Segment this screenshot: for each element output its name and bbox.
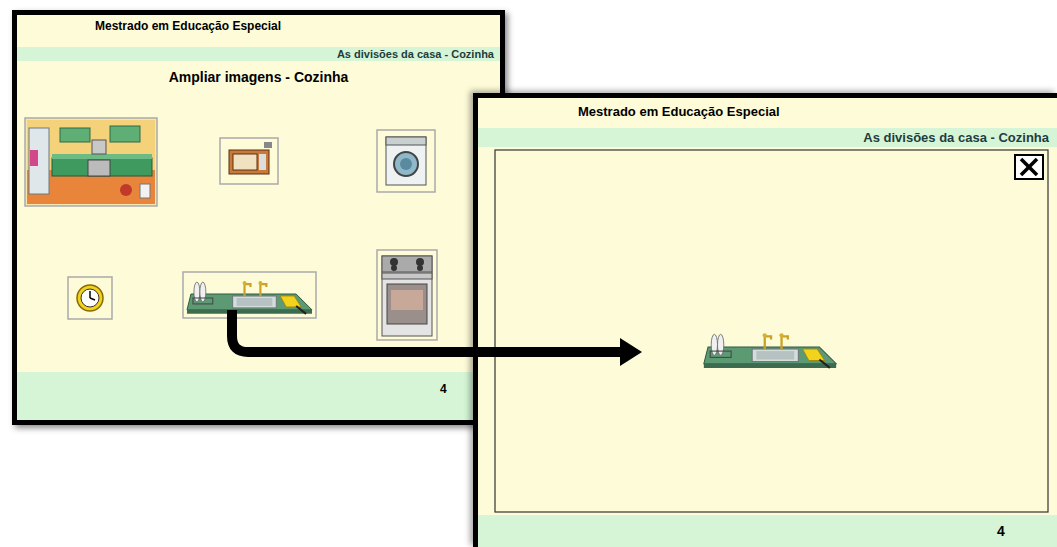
app-window: As divisões da casa - Cozinha 4 Mestrado e…	[12, 10, 505, 425]
page-number: 4	[440, 382, 447, 396]
app-title: Mestrado em Educação Especial	[95, 19, 281, 33]
subtitle-band: As divisões da casa - Cozinha	[478, 128, 1057, 147]
window-illustration	[478, 98, 1057, 547]
page-heading: Ampliar imagens - Cozinha	[169, 69, 349, 85]
app-window: As divisões da casa - Cozinha 4 Mestrado e…	[473, 93, 1057, 547]
page-number: 4	[997, 523, 1005, 539]
section-label: As divisões da casa - Cozinha	[337, 48, 494, 60]
footer-band: 4	[17, 372, 500, 420]
subtitle-band: As divisões da casa - Cozinha	[17, 47, 500, 61]
app-title: Mestrado em Educação Especial	[578, 104, 780, 119]
footer-band: 4	[478, 515, 1057, 547]
section-label: As divisões da casa - Cozinha	[863, 130, 1049, 145]
